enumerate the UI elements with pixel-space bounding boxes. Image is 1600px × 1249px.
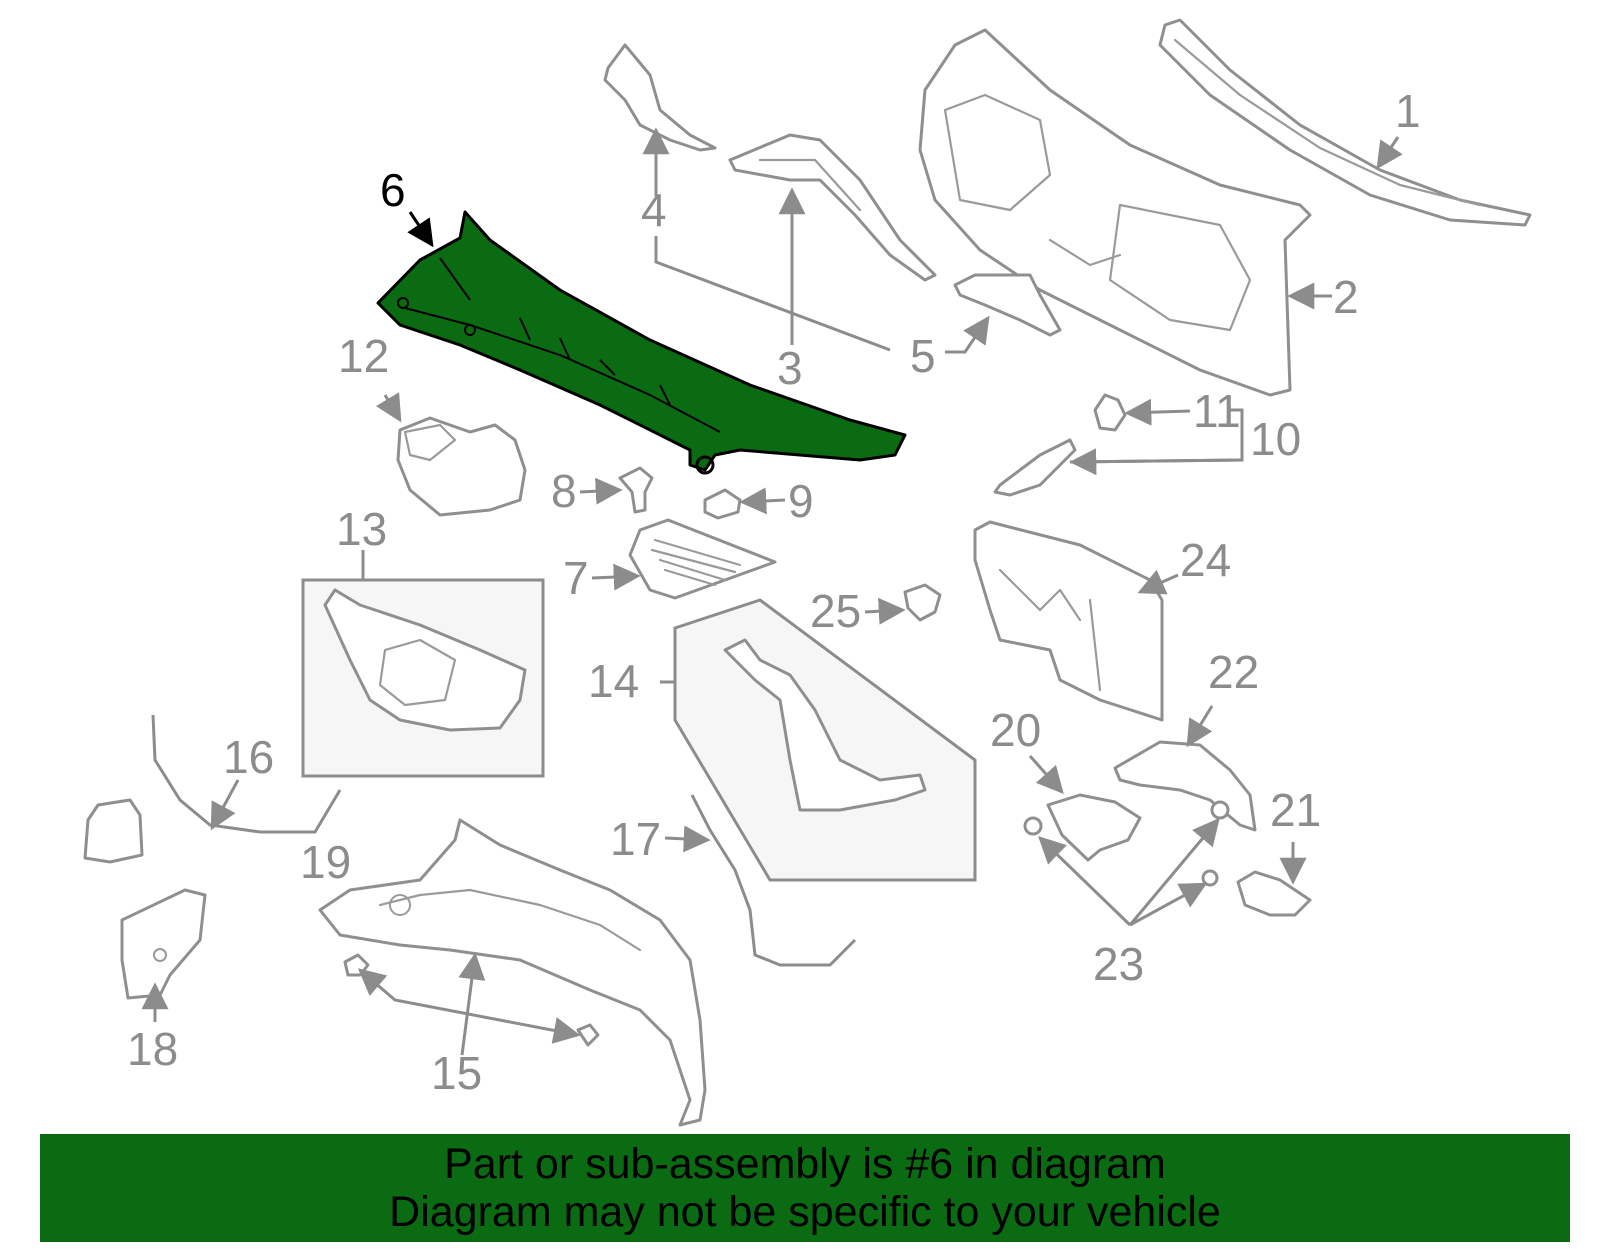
callout-25: 25	[810, 585, 861, 637]
part-9-nut	[703, 488, 742, 520]
banner-line-1: Part or sub-assembly is #6 in diagram	[444, 1140, 1166, 1188]
callout-2: 2	[1333, 271, 1359, 323]
callout-7: 7	[563, 552, 589, 604]
part-1-cowl-top-panel	[1158, 18, 1532, 227]
part-16-cable	[151, 714, 342, 834]
part-3-cowl-side-panel	[728, 133, 937, 282]
callout-24: 24	[1180, 534, 1231, 586]
part-17-cable	[690, 794, 857, 967]
part-7-screen	[628, 518, 777, 600]
callout-19: 19	[300, 836, 351, 888]
callout-14: 14	[588, 655, 639, 707]
part-11-clip	[1093, 393, 1127, 432]
part-6-cowl-panel	[376, 210, 907, 475]
part-8-clip	[618, 466, 654, 514]
part-15-panel	[318, 818, 707, 1127]
part-10-bracket	[993, 438, 1077, 497]
callout-9: 9	[788, 475, 814, 527]
part-25-bracket	[903, 583, 942, 622]
info-banner: Part or sub-assembly is #6 in diagram Di…	[40, 1134, 1570, 1242]
callout-4: 4	[641, 184, 667, 236]
part-5-bracket	[953, 273, 1062, 337]
box-13	[301, 578, 545, 778]
callout-8: 8	[551, 465, 577, 517]
callout-16: 16	[223, 731, 274, 783]
part-23-grommets	[1023, 800, 1230, 887]
callout-10: 10	[1250, 413, 1301, 465]
banner-line-2: Diagram may not be specific to your vehi…	[389, 1188, 1221, 1236]
part-12-duct	[396, 416, 527, 517]
callout-12: 12	[338, 330, 389, 382]
callout-5: 5	[910, 330, 936, 382]
callout-15: 15	[431, 1047, 482, 1099]
callout-17: 17	[610, 813, 661, 865]
callout-1: 1	[1395, 85, 1421, 137]
box-14	[673, 598, 977, 882]
part-2-dash-panel	[918, 28, 1312, 397]
callout-23: 23	[1093, 938, 1144, 990]
part-20-bracket	[1046, 793, 1142, 862]
callout-labels: 1 2 3 4 5 6 7 8 9 10 11 12 13 14 15 16 1…	[127, 85, 1421, 1099]
callout-11: 11	[1193, 385, 1241, 437]
callout-13: 13	[336, 503, 387, 555]
callout-21: 21	[1270, 784, 1321, 836]
callout-6: 6	[380, 164, 406, 216]
leader-lines	[141, 127, 1403, 1056]
callout-22: 22	[1208, 646, 1259, 698]
part-18-bracket	[120, 888, 207, 1000]
callout-3: 3	[777, 342, 803, 394]
part-24-insulator	[973, 520, 1164, 722]
part-4-bracket	[603, 43, 717, 152]
part-21-bracket	[1236, 870, 1312, 917]
callout-18: 18	[127, 1023, 178, 1075]
callout-20: 20	[990, 704, 1041, 756]
part-19-block	[83, 798, 144, 864]
